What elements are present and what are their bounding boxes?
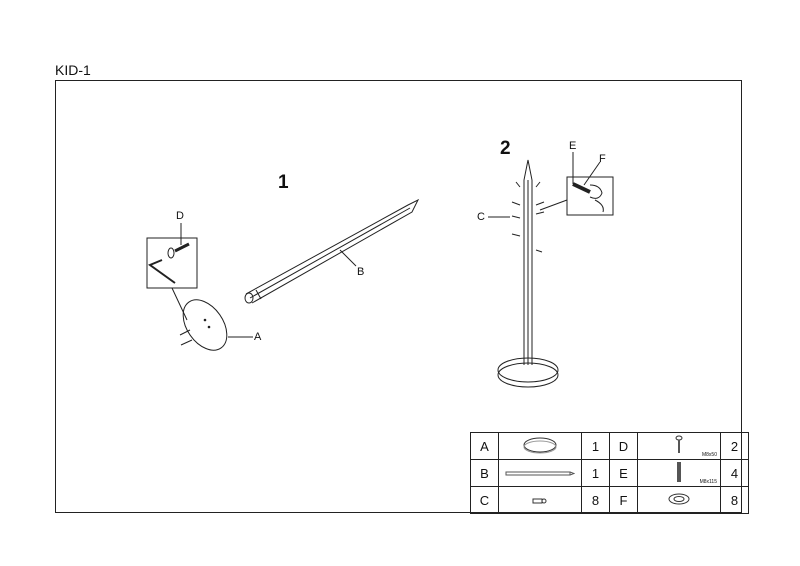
part-letter: A [470,432,499,460]
step-number-1: 1 [278,172,289,193]
label-f: F [599,153,606,165]
hook-peg-icon [498,486,582,514]
pole-icon [498,459,582,487]
washer-icon [637,486,721,514]
threaded-rod-e-icon [572,182,604,213]
part-spec: M8x115 [699,479,717,485]
part-letter: E [609,459,638,487]
part-qty: 1 [581,459,610,487]
part-letter: F [609,486,638,514]
part-letter: D [609,432,638,460]
base-disc-icon [498,432,582,460]
allen-key-icon [147,259,176,284]
table-row: C 8 F 8 [470,486,749,514]
label-e: E [569,140,577,152]
part-letter: B [470,459,499,487]
part-letter: C [470,486,499,514]
part-qty: 1 [581,432,610,460]
part-qty: 8 [720,486,749,514]
part-spec: M8x50 [701,452,717,458]
step-number-2: 2 [500,138,511,159]
base-disc-a-icon [179,299,228,351]
part-qty: 4 [720,459,749,487]
step1-illustration [146,198,420,351]
threaded-rod-icon: M8x115 [637,459,721,487]
assembled-coat-stand-icon [497,159,559,388]
instruction-frame [55,80,742,513]
bolt-icon: M8x50 [637,432,721,460]
label-b: B [357,266,365,278]
pole-b-icon [244,198,420,304]
label-d: D [176,210,184,222]
table-row: A 1 D M8x50 2 [470,432,749,460]
bolt-d-icon [167,242,190,259]
table-row: B 1 E M8x115 4 [470,459,749,487]
part-qty: 2 [720,432,749,460]
label-c: C [477,211,485,223]
label-a: A [254,331,262,343]
step2-illustration [488,152,614,388]
part-qty: 8 [581,486,610,514]
document-title: KID-1 [55,62,91,78]
parts-table: A 1 D M8x50 2 B 1 E M8x115 4 C 8 F 8 [470,432,749,514]
